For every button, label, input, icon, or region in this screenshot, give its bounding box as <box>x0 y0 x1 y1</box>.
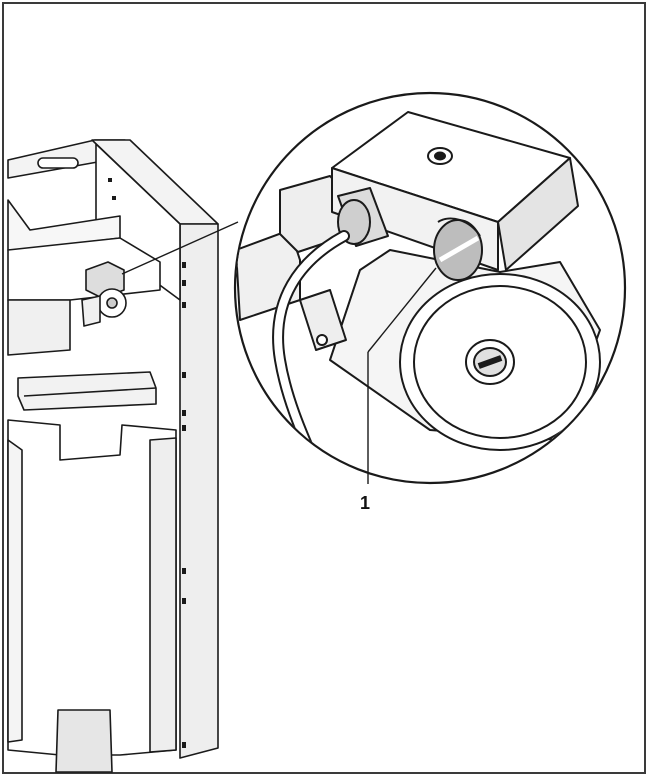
callout-1-label: 1 <box>360 493 371 513</box>
pump-thumbnail <box>81 261 127 327</box>
zoom-leader-line <box>121 221 239 275</box>
magnified-detail <box>233 91 627 485</box>
callout-1-leader <box>367 267 437 353</box>
boiler-cabinet <box>7 139 219 773</box>
